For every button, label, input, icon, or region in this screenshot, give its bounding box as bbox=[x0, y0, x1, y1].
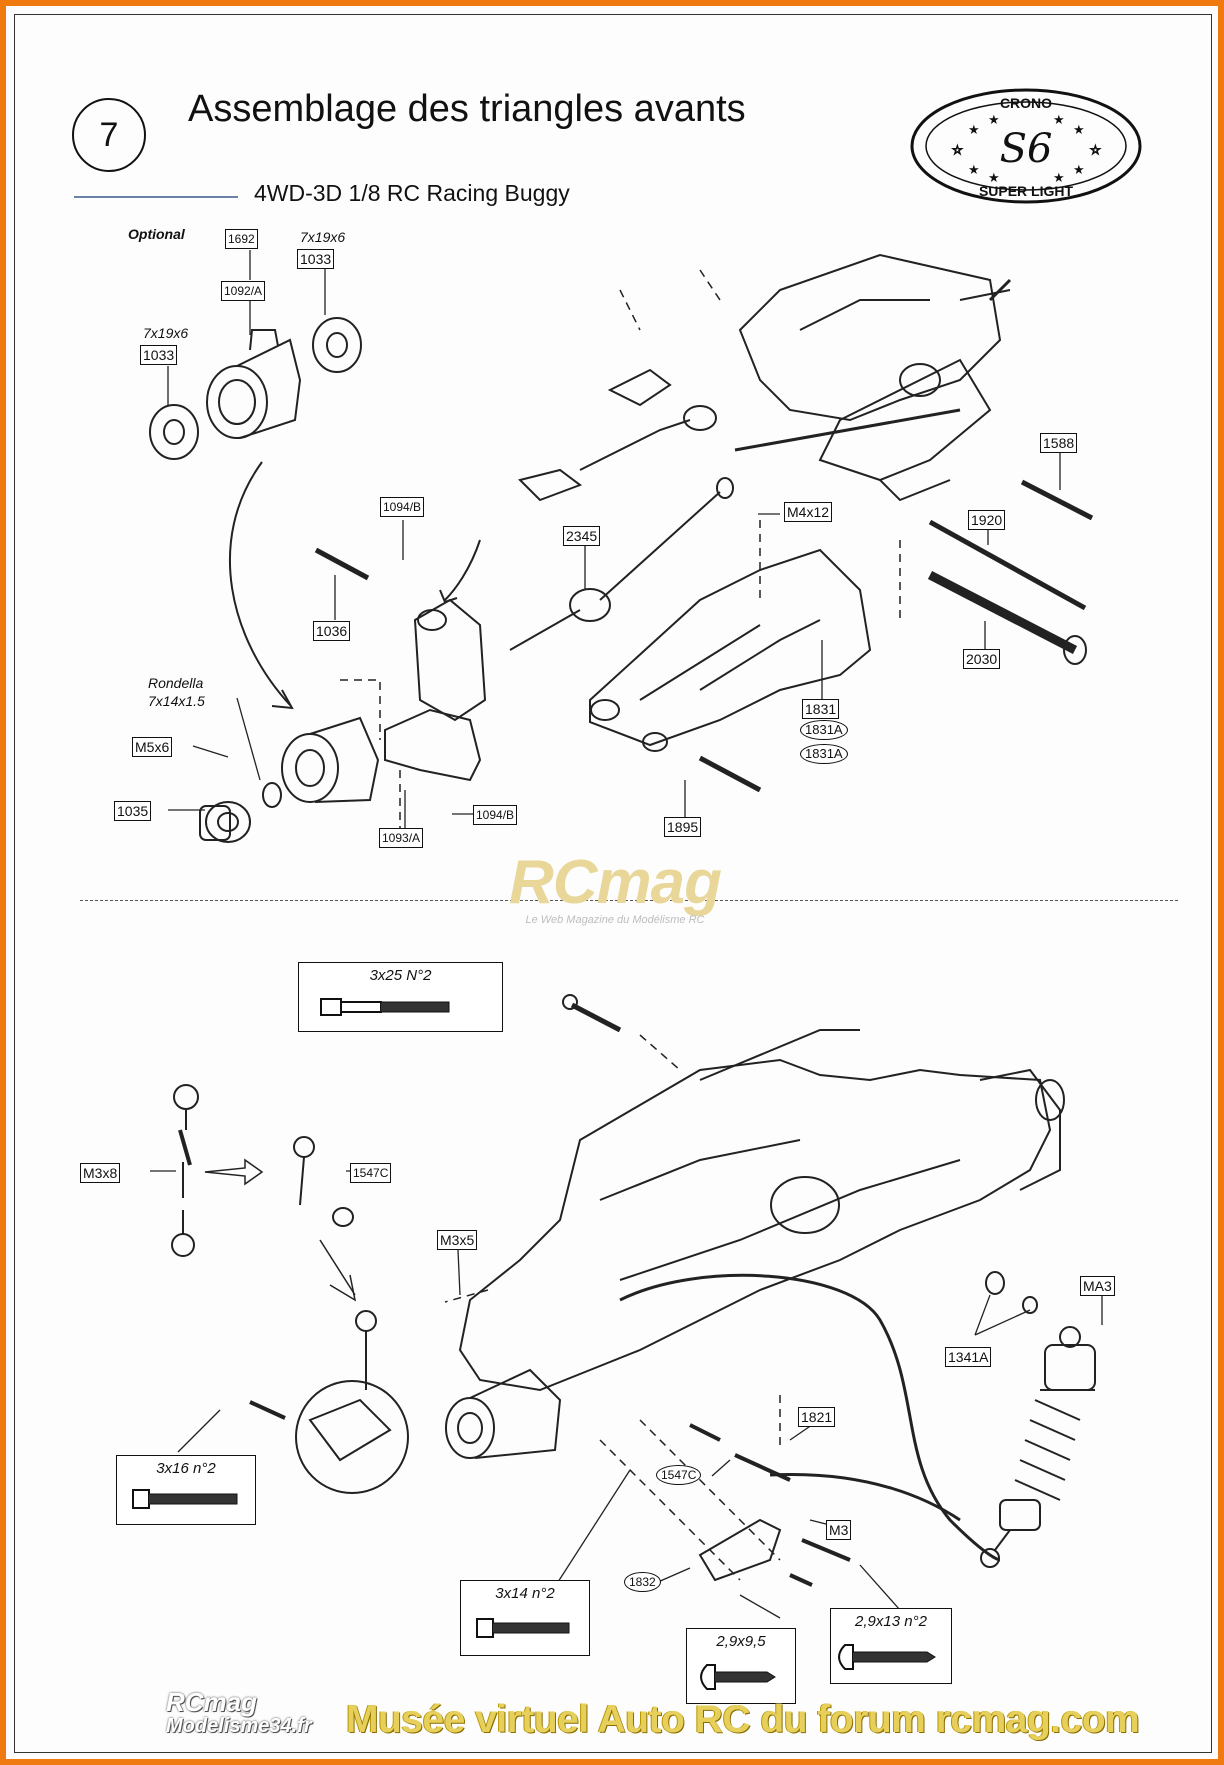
shock-absorber-drawing bbox=[980, 1326, 1096, 1568]
screw-box-2-9x9-5: 2,9x9,5 bbox=[686, 1628, 796, 1704]
rondella-label: Rondella bbox=[148, 675, 204, 691]
optional-label: Optional bbox=[128, 226, 185, 242]
part-1588: 1588 bbox=[1040, 433, 1078, 453]
part-1692: 1692 bbox=[225, 229, 258, 249]
part-m3x8: M3x8 bbox=[80, 1163, 121, 1183]
part-1895: 1895 bbox=[664, 817, 702, 837]
hub-drawing bbox=[281, 716, 380, 803]
part-m3: M3 bbox=[826, 1520, 852, 1540]
rondella-size-label: 7x14x1.5 bbox=[148, 693, 205, 709]
svg-text:★: ★ bbox=[988, 170, 1000, 185]
part-2030: 2030 bbox=[963, 649, 1001, 669]
logo-bottom-text: SUPER LIGHT bbox=[979, 183, 1074, 199]
steering-knuckle-drawing bbox=[384, 598, 487, 782]
svg-text:★: ★ bbox=[968, 162, 980, 177]
footer-logo-line2: Modelisme34.fr bbox=[166, 1715, 312, 1737]
part-2345: 2345 bbox=[563, 526, 601, 546]
logo-center-text: S6 bbox=[1000, 126, 1053, 172]
rcmag-watermark: RCmag Le Web Magazine du Modélisme RC bbox=[470, 848, 760, 927]
part-m5x6: M5x6 bbox=[132, 737, 173, 757]
page-title: Assemblage des triangles avants bbox=[188, 88, 746, 130]
svg-text:★: ★ bbox=[968, 122, 980, 137]
svg-text:★: ★ bbox=[988, 112, 1000, 127]
crono-s6-logo: ☆ ☆ CRONO S6 SUPER LIGHT ★ ★ ★ ★ ★ ★ ★ ★ bbox=[910, 88, 1142, 204]
bearing-size-label-top: 7x19x6 bbox=[300, 229, 346, 245]
screw-2-9x13-icon bbox=[838, 1644, 936, 1670]
svg-text:☆: ☆ bbox=[1090, 143, 1101, 157]
detail-magnifier-drawing bbox=[295, 1380, 409, 1494]
watermark-name: RCmag bbox=[508, 848, 722, 917]
bearing-left-drawing bbox=[149, 404, 199, 460]
logo-top-text: CRONO bbox=[1000, 95, 1052, 111]
footer-text: Musée virtuel Auto RC du forum rcmag.com bbox=[346, 1698, 1140, 1741]
part-1831: 1831 bbox=[802, 699, 840, 719]
svg-text:★: ★ bbox=[1073, 122, 1085, 137]
screw-3x16-label: 3x16 n°2 bbox=[156, 1460, 216, 1477]
part-1033-top: 1033 bbox=[297, 249, 335, 269]
part-m3x5: M3x5 bbox=[437, 1230, 478, 1250]
step-number: 7 bbox=[72, 98, 146, 172]
page-inner-border bbox=[14, 14, 1212, 1753]
steering-plate-drawing bbox=[698, 1518, 782, 1582]
washer-drawing bbox=[262, 782, 282, 808]
hub-carrier-optional-drawing bbox=[206, 329, 302, 439]
screw-2-9x9-5-label: 2,9x9,5 bbox=[716, 1633, 766, 1650]
screw-3x25-icon bbox=[320, 998, 450, 1016]
svg-text:★: ★ bbox=[1053, 170, 1065, 185]
bearing-right-drawing bbox=[312, 317, 362, 373]
screw-box-3x25: 3x25 N°2 bbox=[298, 962, 503, 1032]
part-m4x12: M4x12 bbox=[784, 502, 833, 522]
front-end-assembly-drawing bbox=[445, 1029, 1065, 1459]
footer-logo: RCmag Modelisme34.fr bbox=[166, 1687, 312, 1738]
screw-box-2-9x13: 2,9x13 n°2 bbox=[830, 1608, 952, 1684]
svg-text:★: ★ bbox=[1053, 112, 1065, 127]
screw-2-9x9-5-icon bbox=[700, 1664, 776, 1690]
turnbuckle-drawing bbox=[518, 368, 717, 502]
part-1093a: 1093/A bbox=[379, 828, 424, 848]
rod-end-assembly-drawing bbox=[171, 1084, 377, 1390]
svg-text:★: ★ bbox=[1073, 162, 1085, 177]
front-arm-drawing bbox=[589, 548, 872, 752]
part-1920: 1920 bbox=[968, 510, 1006, 530]
svg-text:☆: ☆ bbox=[952, 143, 963, 157]
screw-box-3x16: 3x16 n°2 bbox=[116, 1455, 256, 1525]
front-bulkhead-drawing bbox=[738, 253, 1012, 502]
part-1092a: 1092/A bbox=[221, 281, 266, 301]
part-1821: 1821 bbox=[798, 1407, 836, 1427]
footer-logo-line1: RCmag bbox=[166, 1687, 258, 1717]
part-1035: 1035 bbox=[114, 801, 152, 821]
page-subtitle: 4WD-3D 1/8 RC Racing Buggy bbox=[254, 180, 570, 206]
part-1831a-oval: 1831A bbox=[800, 744, 848, 764]
part-1094b-bottom: 1094/B bbox=[473, 805, 518, 825]
part-1831a-hex: 1831A bbox=[800, 720, 848, 740]
watermark-tagline: Le Web Magazine du Modélisme RC bbox=[525, 914, 705, 926]
section-divider bbox=[80, 900, 1178, 901]
part-1094b-top: 1094/B bbox=[380, 497, 425, 517]
screw-3x25-label: 3x25 N°2 bbox=[369, 967, 432, 984]
screw-3x14-icon bbox=[476, 1618, 570, 1638]
wheel-nut-drawing bbox=[199, 801, 251, 843]
drive-shaft-drawing bbox=[509, 477, 734, 651]
screw-2-9x13-label: 2,9x13 n°2 bbox=[855, 1613, 927, 1630]
part-1036: 1036 bbox=[313, 621, 351, 641]
bearing-size-label-left: 7x19x6 bbox=[143, 325, 189, 341]
screw-3x14-label: 3x14 n°2 bbox=[495, 1585, 555, 1602]
part-1832: 1832 bbox=[624, 1572, 661, 1592]
screw-3x16-icon bbox=[132, 1489, 238, 1509]
part-1547c-top: 1547C bbox=[350, 1163, 392, 1183]
part-ma3: MA3 bbox=[1080, 1276, 1115, 1296]
part-1341a: 1341A bbox=[945, 1347, 992, 1367]
part-1547c-bottom: 1547C bbox=[656, 1465, 702, 1485]
part-1033-left: 1033 bbox=[140, 345, 178, 365]
screw-box-3x14: 3x14 n°2 bbox=[460, 1580, 590, 1656]
